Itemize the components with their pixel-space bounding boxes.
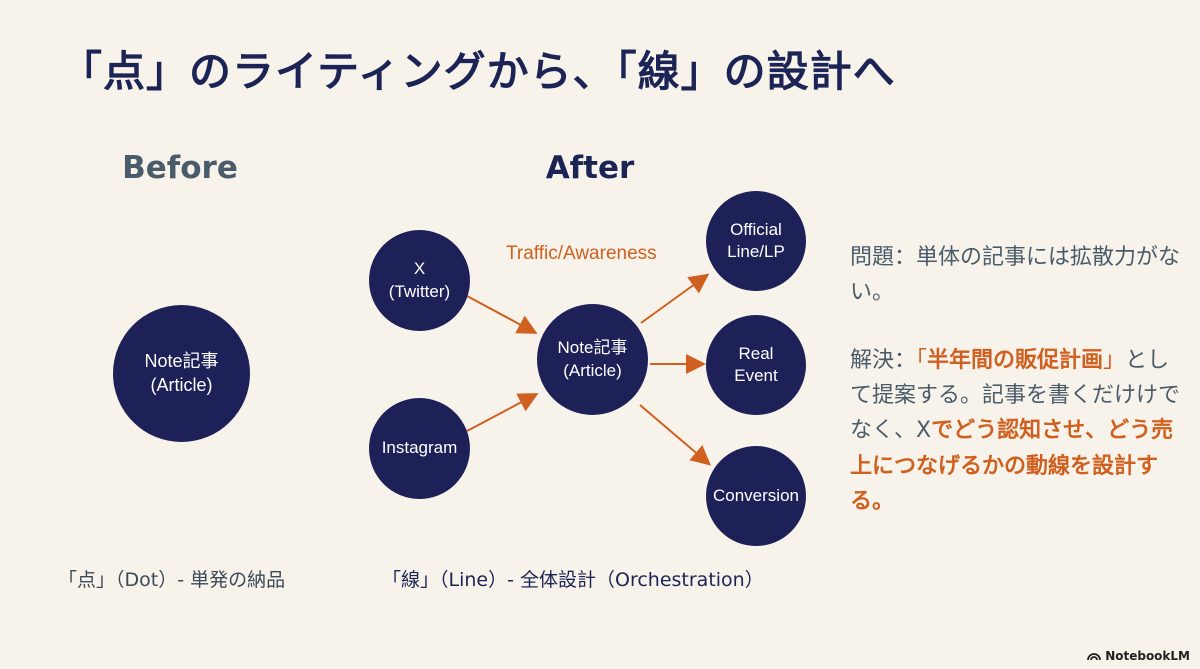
arrow-instagram-to-center (466, 393, 539, 432)
x-twitter-label: X (Twitter) (388, 259, 451, 301)
solution-quote-close: 」 (1103, 348, 1126, 373)
before-article-node: Note記事 (Article) (113, 305, 250, 442)
instagram-label: Instagram (381, 438, 458, 458)
center-article-node: Note記事 (Article) (537, 304, 648, 415)
arrow-center-to-official (640, 273, 710, 324)
conversion-node: Conversion (706, 446, 806, 546)
solution-text: 解決：「半年間の販促計画」として提案する。記事を書くだけけでなく、Xでどう認知さ… (850, 343, 1180, 519)
instagram-node: Instagram (369, 398, 470, 499)
solution-quote-open: 「 (916, 348, 928, 373)
arrow-center-to-conversion (639, 404, 712, 466)
notebooklm-logo-icon (1087, 653, 1101, 661)
x-twitter-node: X (Twitter) (369, 230, 470, 331)
solution-highlight-2: でどう認知させ、どう売上につなげるかの動線を設計する。 (850, 418, 1174, 514)
solution-prefix: 解決： (850, 348, 917, 373)
notebooklm-label: NotebookLM (1105, 649, 1190, 663)
after-caption: 「線」（Line）- 全体設計（Orchestration） (382, 569, 764, 591)
slide-title: 「点」のライティングから、「線」の設計へ (60, 47, 896, 96)
solution-highlight: 半年間の販促計画 (927, 348, 1104, 373)
official-line-lp-node: Official Line/LP (706, 191, 806, 291)
center-article-label: Note記事 (Article) (557, 338, 628, 380)
real-event-node: Real Event (706, 315, 806, 415)
before-heading: Before (122, 150, 238, 186)
official-line-lp-label: Official Line/LP (727, 219, 785, 261)
notebooklm-brand: NotebookLM (1087, 649, 1190, 663)
after-heading: After (545, 150, 635, 186)
conversion-label: Conversion (713, 485, 799, 505)
problem-text: 問題：単体の記事には拡散力がない。 (850, 245, 1181, 306)
real-event-label: Real Event (734, 343, 778, 385)
traffic-awareness-label: Traffic/Awareness (506, 243, 657, 264)
solution-body: として提案する。記事を書くだけけでなく、X (850, 348, 1181, 444)
arrow-x-to-center (466, 295, 538, 334)
before-caption: 「点」（Dot）- 単発の納品 (58, 569, 286, 591)
before-article-label: Note記事 (Article) (144, 351, 219, 395)
